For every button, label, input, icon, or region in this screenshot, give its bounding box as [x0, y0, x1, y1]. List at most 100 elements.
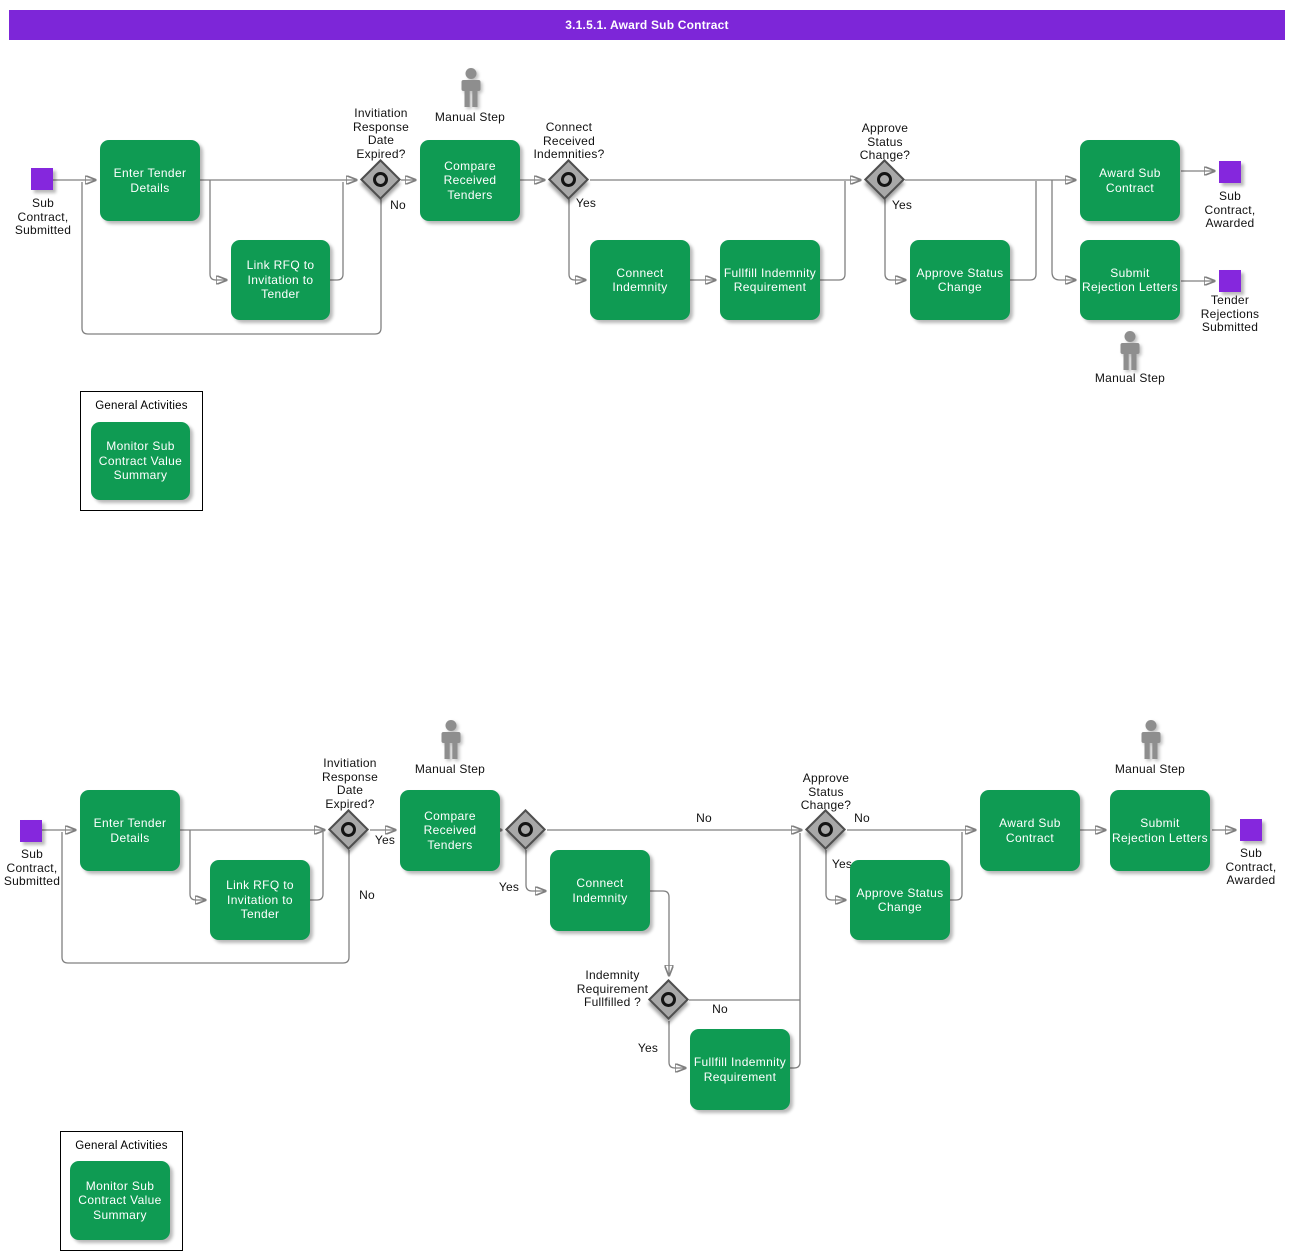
event-label: Sub Contract, Awarded	[1225, 846, 1277, 887]
edge-label-yes: Yes	[831, 857, 853, 871]
task-label: Fullfill Indemnity Requirement	[723, 265, 817, 295]
gateway-circle-icon	[514, 818, 537, 841]
task-enter-tender-details-1[interactable]: Enter Tender Details	[100, 140, 200, 221]
task-fullfill-indemnity-1[interactable]: Fullfill Indemnity Requirement	[720, 240, 820, 320]
task-connect-indemnity-1[interactable]: Connect Indemnity	[590, 240, 690, 320]
manual-step-person-icon	[438, 720, 464, 765]
manual-step-label: Manual Step	[1114, 762, 1186, 776]
flow-edge	[950, 832, 963, 901]
manual-step-person-icon	[458, 68, 484, 113]
task-label: Enter Tender Details	[93, 816, 167, 845]
end-event-sub-contract-awarded-1[interactable]	[1219, 161, 1241, 183]
flow-edge	[61, 832, 350, 964]
event-label: Sub Contract, Submitted	[3, 847, 61, 888]
task-award-sub-contract-2[interactable]: Award Sub Contract	[980, 790, 1080, 871]
gateway-circle-icon	[337, 818, 360, 841]
edge-label-no: No	[696, 811, 712, 825]
gateway-label: Connect Received Indemnities?	[533, 120, 605, 161]
flow-edge	[525, 850, 546, 891]
flow-edge	[825, 850, 846, 900]
gateway-circle-icon	[369, 168, 392, 191]
flow-edge	[884, 199, 906, 280]
edge-label-yes: Yes	[891, 198, 913, 212]
task-label: Enter Tender Details	[113, 166, 187, 195]
gateway-label: Approve Status Change?	[800, 771, 852, 812]
flow-edge	[820, 181, 846, 281]
gateway-label: Invitiation Response Date Expired?	[352, 106, 410, 161]
task-label: Approve Status Change	[856, 885, 944, 915]
task-approve-status-change-2[interactable]: Approve Status Change	[850, 860, 950, 940]
flow-edge	[209, 180, 227, 280]
manual-step-label: Manual Step	[434, 110, 506, 124]
gateway-label: Approve Status Change?	[859, 121, 911, 162]
flow-edge	[568, 199, 586, 280]
flow-edge	[1051, 180, 1076, 280]
task-label: Fullfill Indemnity Requirement	[693, 1055, 787, 1084]
flow-edge	[330, 182, 344, 281]
event-label: Tender Rejections Submitted	[1200, 293, 1260, 334]
task-monitor-sub-contract-1[interactable]: Monitor Sub Contract Value Summary	[91, 422, 190, 500]
task-label: Monitor Sub Contract Value Summary	[98, 439, 183, 483]
task-monitor-sub-contract-2[interactable]: Monitor Sub Contract Value Summary	[70, 1161, 170, 1240]
gateway-label: Indemnity Requirement Fullfilled ?	[576, 968, 649, 1009]
task-submit-rejection-letters-1[interactable]: Submit Rejection Letters	[1080, 240, 1180, 320]
manual-step-person-icon	[1138, 720, 1164, 765]
task-connect-indemnity-2[interactable]: Connect Indemnity	[550, 850, 650, 931]
manual-step-label: Manual Step	[1094, 371, 1166, 385]
flow-edge	[189, 830, 206, 900]
edge-label-no: No	[712, 1002, 728, 1016]
task-label: Link RFQ to Invitation to Tender	[226, 878, 294, 922]
task-label: Link RFQ to Invitation to Tender	[246, 258, 315, 302]
edge-label-yes: Yes	[498, 880, 520, 894]
edge-label-no: No	[359, 888, 375, 902]
edge-label-no: No	[854, 811, 870, 825]
page-title: 3.1.5.1. Award Sub Contract	[565, 18, 729, 32]
edge-label-yes: Yes	[637, 1041, 659, 1055]
edge-label-yes: Yes	[575, 196, 597, 210]
edge-label-yes: Yes	[374, 833, 396, 847]
edge-label-no: No	[390, 198, 406, 212]
frame-title: General Activities	[75, 1140, 168, 1152]
task-label: Approve Status Change	[916, 265, 1004, 295]
task-link-rfq-2[interactable]: Link RFQ to Invitation to Tender	[210, 860, 310, 940]
gateway-circle-icon	[657, 988, 680, 1011]
flow-edge	[668, 1021, 686, 1068]
task-fullfill-indemnity-2[interactable]: Fullfill Indemnity Requirement	[690, 1029, 790, 1110]
task-label: Connect Indemnity	[612, 265, 668, 295]
task-label: Monitor Sub Contract Value Summary	[78, 1178, 162, 1222]
edges-bottom-flow	[42, 830, 1236, 1068]
task-approve-status-change-1[interactable]: Approve Status Change	[910, 240, 1010, 320]
gateway-label: Invitiation Response Date Expired?	[321, 756, 379, 811]
task-label: Submit Rejection Letters	[1112, 816, 1208, 845]
task-enter-tender-details-2[interactable]: Enter Tender Details	[80, 790, 180, 871]
start-event-sub-contract-submitted-2[interactable]	[20, 820, 42, 842]
gateway-circle-icon	[814, 818, 837, 841]
flow-edge	[1010, 181, 1037, 281]
manual-step-label: Manual Step	[414, 762, 486, 776]
task-label: Connect Indemnity	[572, 876, 628, 905]
flow-edge	[310, 832, 324, 901]
task-label: Award Sub Contract	[999, 816, 1061, 845]
task-compare-received-tenders-2[interactable]: Compare Received Tenders	[400, 790, 500, 871]
event-label: Sub Contract, Submitted	[14, 196, 72, 237]
flow-edge	[81, 182, 382, 335]
task-label: Submit Rejection Letters	[1082, 265, 1178, 295]
task-compare-received-tenders-1[interactable]: Compare Received Tenders	[420, 140, 520, 221]
end-event-tender-rejections-1[interactable]	[1219, 270, 1241, 292]
flow-edge	[650, 890, 669, 976]
start-event-sub-contract-submitted-1[interactable]	[31, 168, 53, 190]
flow-edge	[790, 833, 801, 1069]
gateway-circle-icon	[557, 168, 580, 191]
frame-title: General Activities	[95, 400, 188, 412]
task-award-sub-contract-1[interactable]: Award Sub Contract	[1080, 140, 1180, 221]
manual-step-person-icon	[1117, 331, 1143, 376]
task-submit-rejection-letters-2[interactable]: Submit Rejection Letters	[1110, 790, 1210, 871]
task-link-rfq-1[interactable]: Link RFQ to Invitation to Tender	[231, 240, 330, 320]
task-label: Compare Received Tenders	[443, 158, 497, 202]
end-event-sub-contract-awarded-2[interactable]	[1240, 819, 1262, 841]
edges-top-flow	[53, 171, 1215, 335]
gateway-circle-icon	[873, 168, 896, 191]
task-label: Award Sub Contract	[1099, 166, 1161, 195]
